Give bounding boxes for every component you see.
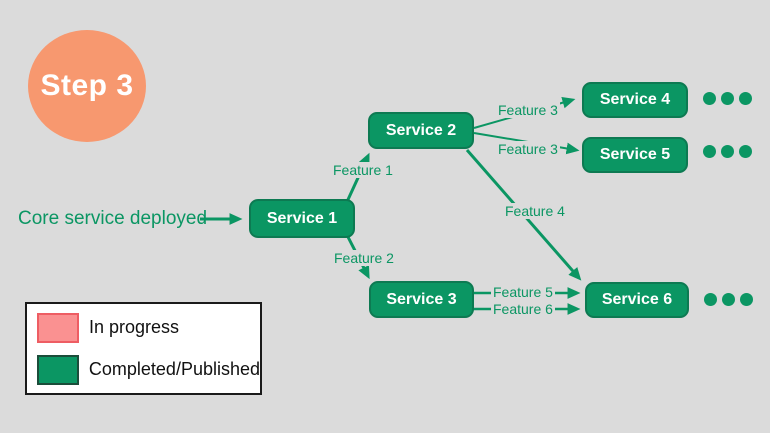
node-label: Service 2 (385, 121, 457, 139)
dot-icon (703, 145, 716, 158)
ellipsis-icon (703, 92, 752, 105)
step-badge-label: Step 3 (40, 69, 134, 102)
dot-icon (722, 293, 735, 306)
node-label: Service 4 (599, 91, 671, 108)
legend-row-in-progress: In progress (37, 312, 260, 343)
edge-label-feature-4: Feature 4 (503, 203, 567, 219)
node-service-6: Service 6 (585, 282, 689, 318)
dot-icon (740, 293, 753, 306)
legend-swatch-completed (37, 354, 79, 385)
dot-icon (721, 92, 734, 105)
node-service-4: Service 4 (582, 82, 688, 118)
node-service-5: Service 5 (582, 137, 688, 173)
dot-icon (703, 92, 716, 105)
dot-icon (739, 145, 752, 158)
core-service-deployed-label: Core service deployed (18, 208, 208, 229)
legend-label-in-progress: In progress (89, 317, 180, 337)
legend-row-completed: Completed/Published (37, 354, 260, 385)
node-service-2: Service 2 (368, 112, 474, 149)
step-badge: Step 3 (28, 30, 146, 142)
legend-swatch-in-progress (37, 312, 79, 343)
dot-icon (721, 145, 734, 158)
edge-label-feature-3-b: Feature 3 (496, 141, 560, 157)
legend: In progress Completed/Published (25, 302, 262, 395)
node-service-3: Service 3 (369, 281, 474, 318)
dot-icon (739, 92, 752, 105)
edge-label-feature-1: Feature 1 (331, 162, 395, 178)
ellipsis-icon (703, 145, 752, 158)
edge-label-feature-6: Feature 6 (491, 301, 555, 317)
dot-icon (704, 293, 717, 306)
edge-label-feature-2: Feature 2 (332, 250, 396, 266)
node-label: Service 1 (266, 209, 338, 227)
node-label: Service 6 (601, 291, 673, 308)
ellipsis-icon (704, 293, 753, 306)
node-service-1: Service 1 (249, 199, 355, 238)
legend-label-completed: Completed/Published (88, 359, 260, 379)
edge-label-feature-3-a: Feature 3 (496, 102, 560, 118)
node-label: Service 3 (386, 290, 457, 308)
edge-label-feature-5: Feature 5 (491, 284, 555, 300)
node-label: Service 5 (599, 146, 671, 163)
